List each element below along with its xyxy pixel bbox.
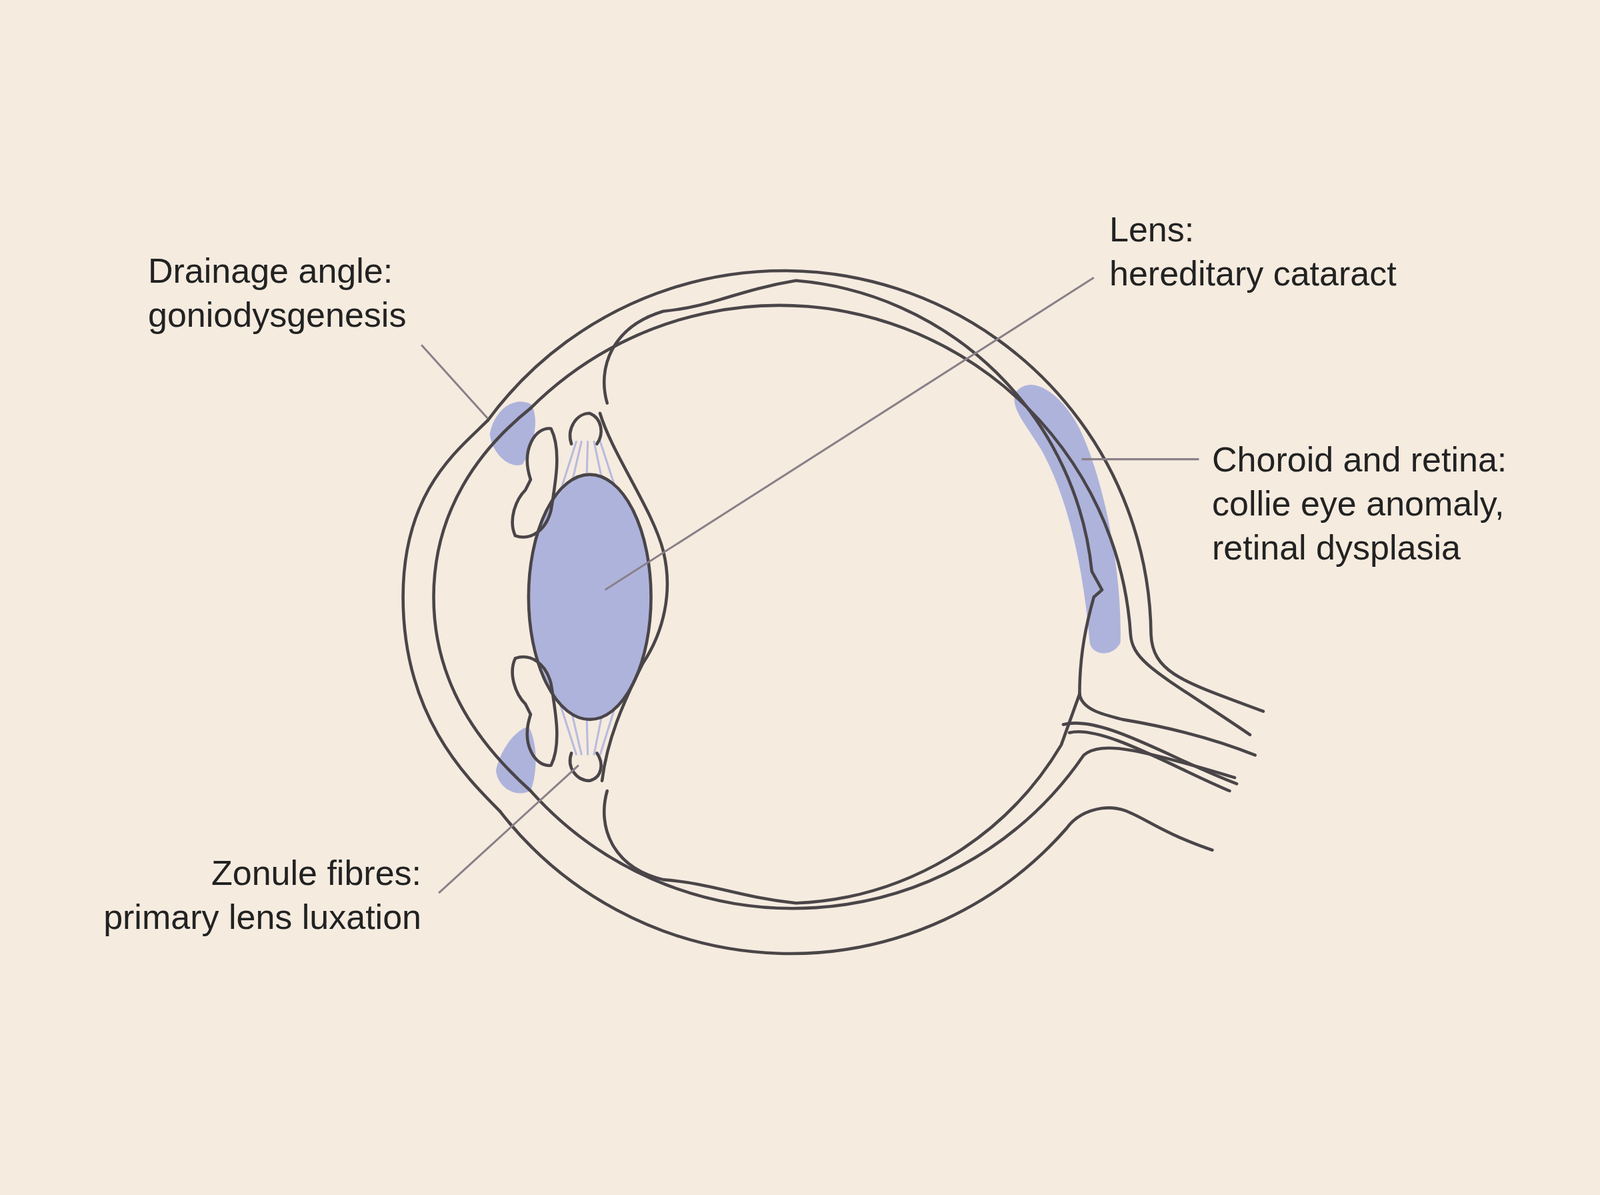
callout-label: primary lens luxation (103, 894, 422, 939)
callout-label: goniodysgenesis (148, 292, 406, 337)
callout-label: hereditary cataract (1109, 251, 1397, 296)
leader-line (421, 277, 1199, 893)
callout-label: collie eye anomaly, retinal dysplasia (1212, 481, 1586, 570)
zonule-fibres (559, 440, 616, 755)
callout-label: Drainage angle: (148, 248, 393, 293)
callout-label: Zonule fibres: (211, 850, 422, 895)
callout-label: Lens: (1109, 207, 1194, 252)
highlight (490, 384, 1121, 793)
callout-label: Choroid and retina: (1212, 437, 1507, 482)
eye-outline (403, 270, 1264, 954)
